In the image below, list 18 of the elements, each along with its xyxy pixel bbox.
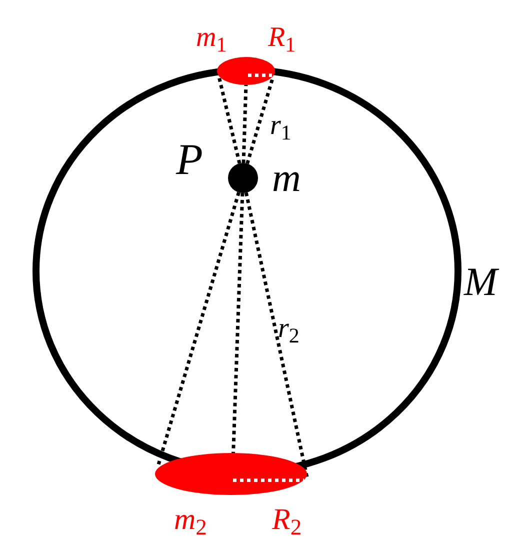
mass-label: m$_{2}$ [174,505,207,540]
shell-mass-label: M [464,262,498,302]
edge-label: r$_{1}$ [270,112,292,144]
dotted-line [217,76,242,164]
dotted-line [232,192,244,454]
radius-label: R$_{2}$ [272,505,302,540]
mass-label: m$_{1}$ [196,24,227,56]
shell-patch [155,453,307,495]
edge-label: r$_{2}$ [278,315,300,346]
mass-label: m [272,158,301,198]
dotted-line [156,192,240,467]
radius-label: R$_{1}$ [268,24,296,56]
shell-patch [217,57,275,85]
dotted-line [246,76,275,164]
dotted-line [244,192,309,478]
point-mass [228,163,258,193]
dotted-line [242,84,248,164]
point-label: P [176,138,203,182]
